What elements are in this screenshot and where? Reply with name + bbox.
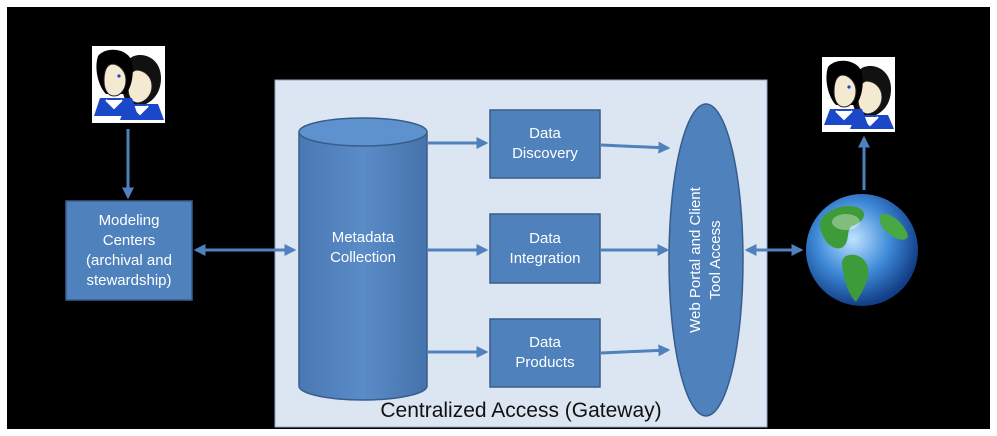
metadata-collection-line: Metadata	[331, 229, 395, 246]
web-portal-ellipse	[668, 103, 744, 417]
modeling-centers-label: Modeling Centers (archival and stewardsh…	[66, 201, 192, 300]
data-products-line: Products	[515, 354, 575, 371]
data-discovery-line: Data	[529, 125, 561, 142]
data-discovery-line: Discovery	[512, 145, 578, 162]
metadata-collection-line: Collection	[330, 249, 396, 266]
data-integration-label: Data Integration	[490, 214, 600, 283]
modeling-centers-line: Centers	[102, 231, 156, 249]
data-integration-box	[489, 213, 601, 284]
data-integration-line: Integration	[509, 249, 581, 267]
web-portal-line: Web Portal and Client	[687, 187, 704, 333]
data-discovery-label: Data Discovery	[490, 110, 600, 178]
modeling-centers-box	[65, 200, 193, 301]
gateway-caption: Centralized Access (Gateway)	[380, 399, 662, 422]
data-products-label: Data Products	[490, 319, 600, 387]
data-products-box	[489, 318, 601, 388]
modeling-centers-line: stewardship)	[86, 271, 172, 289]
metadata-collection-label: Metadata Collection	[299, 218, 427, 278]
web-portal-line: Tool Access	[707, 220, 724, 300]
arrow-discovery-to-portal	[600, 141, 671, 154]
arrow-products-to-portal	[600, 344, 671, 357]
users-icon	[92, 46, 165, 123]
modeling-centers-line: (archival and	[86, 251, 172, 269]
data-products-line: Data	[529, 334, 561, 351]
metadata-collection-cylinder	[298, 117, 428, 401]
web-portal-label: Web Portal and Client Tool Access	[686, 140, 726, 380]
data-integration-line: Data	[529, 229, 561, 247]
globe-icon	[806, 194, 918, 306]
modeling-centers-line: Modeling	[98, 211, 160, 229]
data-discovery-box	[489, 109, 601, 179]
users-icon	[822, 57, 895, 132]
